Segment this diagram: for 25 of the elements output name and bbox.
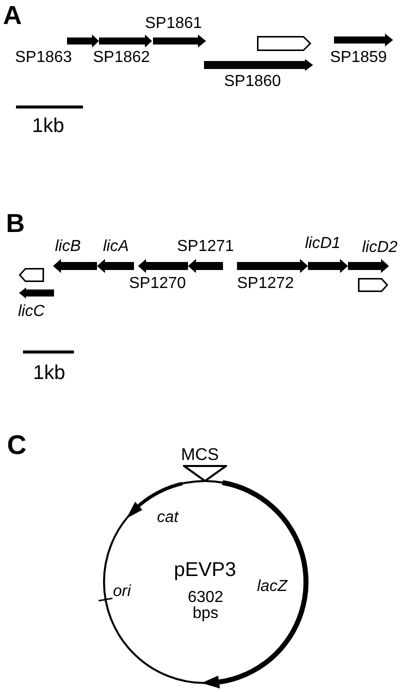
- gene-label: licB: [55, 238, 81, 255]
- gene-label: SP1859: [330, 50, 387, 66]
- gene-label: licD2: [362, 240, 398, 256]
- panel-letter: A: [3, 2, 22, 28]
- gene-label: licA: [103, 238, 129, 255]
- gene-label: SP1862: [93, 50, 150, 66]
- gene-label: SP1863: [15, 50, 72, 66]
- gene-label: licD1: [305, 236, 341, 252]
- gene-label: lacZ: [257, 578, 288, 595]
- gene-label: SP1271: [177, 238, 234, 255]
- gene-label: licC: [18, 304, 45, 320]
- plasmid-size: 6302 bps: [186, 590, 224, 622]
- gene-label: SP1860: [224, 74, 281, 90]
- gene-label: SP1272: [237, 276, 294, 292]
- gene-label: SP1270: [129, 276, 186, 292]
- feature-label: ori: [113, 584, 131, 600]
- site-label: MCS: [181, 446, 219, 463]
- panel-letter: B: [6, 210, 25, 236]
- panel-letter: C: [7, 432, 26, 459]
- plasmid-name: pEVP3: [174, 560, 236, 580]
- scale-bar-label: 1kb: [33, 363, 66, 384]
- gene-label: cat: [157, 510, 178, 526]
- site-marker-triangle: [183, 465, 227, 482]
- scale-bar-label: 1kb: [32, 116, 64, 136]
- gene-label: SP1861: [145, 16, 202, 32]
